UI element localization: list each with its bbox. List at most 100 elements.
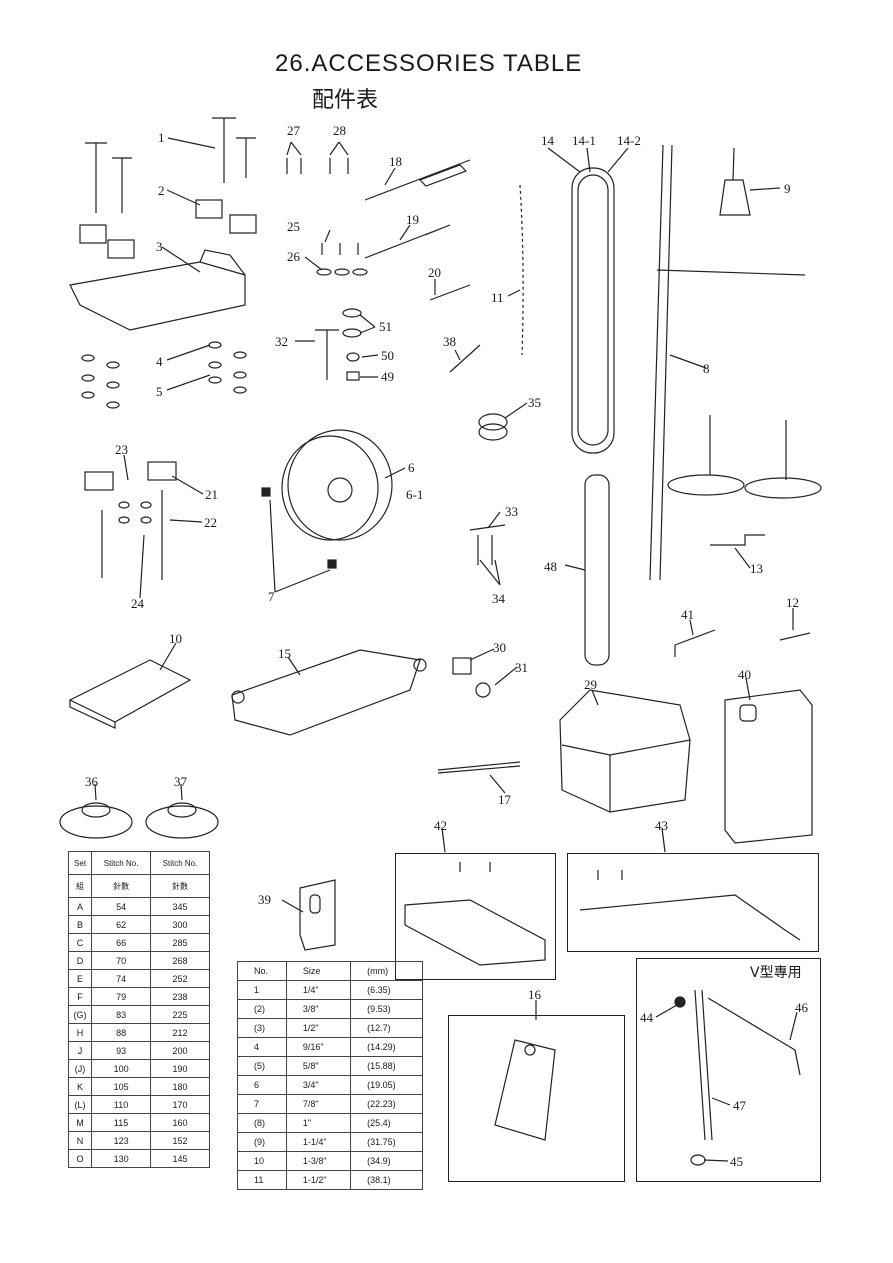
table-cell: A [67,897,93,916]
table-cell: (2) [237,999,287,1019]
part-label: 24 [131,596,144,611]
part-label: 26 [287,249,300,264]
part-label: 4 [156,354,163,369]
table-cell: 83 [91,1005,152,1024]
part-label: 32 [275,334,288,349]
part-label: 48 [544,559,557,574]
part-label: 39 [258,892,271,907]
part-label: 5 [156,384,163,399]
table-cell: K [67,1077,93,1096]
table-cell: (22.23) [350,1094,423,1114]
part-label: 15 [278,646,291,661]
part-label: 1 [158,130,165,145]
table-cell: 6 [237,1075,287,1095]
table-row: (2)3/8"(9.53) [237,999,423,1019]
table-row: (9)1-1/4"(31.75) [237,1132,423,1152]
table-cell: 79 [91,987,152,1006]
table-cell: E [67,969,93,988]
part-label: 37 [174,774,187,789]
screws-illustration [286,158,368,276]
table-header: 組 [67,874,93,898]
table-cell: 212 [150,1023,210,1042]
table-cell: 238 [150,987,210,1006]
table-cell: (15.88) [350,1056,423,1076]
table-cell: (25.4) [350,1113,423,1133]
part-label: 6 [408,460,415,475]
table-cell: (3) [237,1018,287,1038]
part-label: 27 [287,123,300,138]
table-cell: C [67,933,93,952]
part-label: 43 [655,818,668,833]
table-cell: (9) [237,1132,287,1152]
page-title: 26.ACCESSORIES TABLE [275,50,583,77]
part-label: 13 [750,561,763,576]
part-label: 42 [434,818,447,833]
table-cell: 300 [150,915,210,934]
table-cell: 1/4" [285,980,352,1000]
part-label: 45 [730,1154,743,1169]
table-cell: (J) [67,1059,93,1078]
table-header: Size [285,961,352,981]
part-label: 44 [640,1010,653,1025]
part-label: 34 [492,591,505,606]
table-cell: (8) [237,1113,287,1133]
part-label: 7 [268,589,275,604]
table-header-row: Set Stitch No. Stitch No. [67,851,210,875]
table-cell: H [67,1023,93,1042]
table-cell: 130 [91,1149,152,1168]
part-label: 21 [205,487,218,502]
table-cell: (31.75) [350,1132,423,1152]
table-cell: (L) [67,1095,93,1114]
table-cell: J [67,1041,93,1060]
table-cell: 54 [91,897,152,916]
table-cell: 1-3/8" [285,1151,352,1171]
part-label: 30 [493,640,506,655]
table-cell: (G) [67,1005,93,1024]
table-cell: 70 [91,951,152,970]
table-cell: D [67,951,93,970]
part-label: 33 [505,504,518,519]
part-label: 20 [428,265,441,280]
table-cell: 93 [91,1041,152,1060]
table-cell: 115 [91,1113,152,1132]
part-label: 23 [115,442,128,457]
part-label: 14-2 [617,133,641,148]
table-cell: (38.1) [350,1170,423,1190]
part-label: 14 [541,133,554,148]
bolt-illustration [85,117,256,213]
part-label: 11 [491,290,504,305]
table-cell: 11 [237,1170,287,1190]
table-cell: 190 [150,1059,210,1078]
part-label: 17 [498,792,511,807]
part-label: 49 [381,369,394,384]
table-cell: (19.05) [350,1075,423,1095]
table-cell: M [67,1113,93,1132]
v-type-label: V型專用 [750,965,802,981]
table-cell: 1-1/2" [285,1170,352,1190]
part-label: 6-1 [406,487,424,502]
part-label: 25 [287,219,300,234]
part-label: 22 [204,515,217,530]
table-cell: N [67,1131,93,1150]
table-cell: 3/4" [285,1075,352,1095]
table-cell: 1/2" [285,1018,352,1038]
part-label: 14-1 [572,133,596,148]
part-label: 9 [784,181,791,196]
part-label: 3 [156,239,163,254]
part-label: 8 [703,361,710,376]
table-header: Set [67,851,93,875]
part-label: 2 [158,183,165,198]
